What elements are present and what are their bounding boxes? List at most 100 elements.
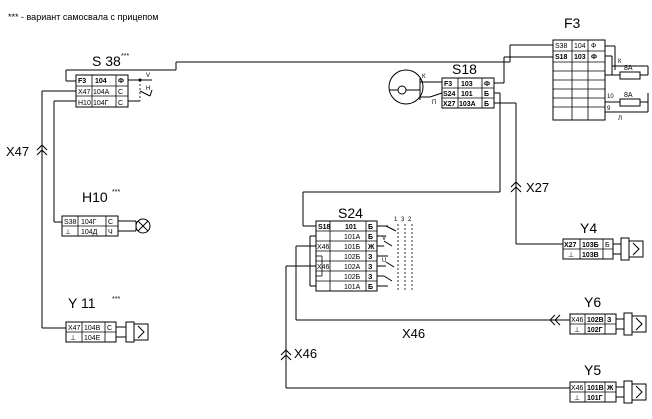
- s38-r3c3: С: [118, 100, 123, 107]
- s18-r2c1: S24: [443, 91, 456, 98]
- s18-r3c1: X27: [443, 101, 456, 108]
- y11-stars: ***: [112, 296, 120, 303]
- y4-label: Y4: [580, 220, 597, 236]
- f3-label: F3: [564, 15, 581, 31]
- s24-r4c3: З: [368, 254, 373, 261]
- s24-r3c3: Ж: [367, 244, 375, 251]
- y4-connector-table: X27 103Б Б ⊥ 103В: [562, 238, 614, 260]
- f3-r2c3: Ф: [591, 54, 597, 61]
- h10-stars: ***: [112, 189, 120, 196]
- legend-note: *** - вариант самосвала с прицепом: [8, 12, 159, 22]
- x46-connector-mark-b: [280, 349, 292, 361]
- wire-x46a-label: X46: [402, 326, 425, 341]
- s24-label: S24: [338, 205, 363, 221]
- s18-r1c2: 103: [461, 81, 473, 88]
- h10-connector-table: S38 104Г С ⊥ 104Д Ч: [61, 215, 119, 237]
- s38-r2c3: С: [118, 89, 123, 96]
- y6-r1c1: X46: [571, 317, 584, 324]
- s38-stars: ***: [121, 53, 129, 60]
- y11-r1c2: 104В: [84, 325, 101, 332]
- wire-x46b-label: X46: [294, 346, 317, 361]
- s24-r2c3: Б: [368, 234, 373, 241]
- s24-switch-symbol: 1 3 2 V U: [377, 217, 413, 292]
- y5-connector-table: X46 101В Ж ⊥ 101Г: [569, 381, 617, 403]
- y4-r2c2: 103В: [582, 252, 599, 259]
- h10-label: H10: [82, 189, 108, 205]
- y6-label: Y6: [584, 294, 601, 310]
- y11-r1c3: С: [107, 325, 112, 332]
- s24-r5c1: X46: [317, 264, 330, 271]
- s38-connector-table: F3 104 Ф X47 104А С H10 104Г С: [75, 74, 129, 108]
- s24-r1c3: Б: [368, 224, 373, 231]
- valve-icon: [616, 312, 647, 336]
- y11-r1c1: X47: [68, 325, 81, 332]
- s38-r2c2: 104А: [93, 89, 110, 96]
- x27-connector-mark: [510, 181, 522, 193]
- y11-connector-table: X47 104В С ⊥ 104Е: [65, 321, 117, 343]
- s24-r5c2: 102А: [344, 264, 361, 271]
- s38-r3c2: 104Г: [93, 100, 109, 107]
- s24-pin-v: V: [382, 236, 386, 242]
- y5-r2c1: ⊥: [574, 395, 580, 402]
- s38-pin-h: Н: [146, 86, 150, 92]
- f3-fuse-block: S38 104 Ф S18 103 Ф: [552, 39, 606, 121]
- s18-connector-table: F3 103 Ф S24 101 Б X27 103А Б: [441, 77, 495, 109]
- f3-num-10: 10: [607, 94, 614, 100]
- h10-r1c2: 104Г: [81, 219, 97, 226]
- s18-r1c3: Ф: [484, 81, 490, 88]
- s24-r3c1: X46: [317, 244, 330, 251]
- s24-pin-u: U: [382, 258, 386, 264]
- y6-r2c1: ⊥: [574, 327, 580, 334]
- f3-fuses: К 8А 8А 10 9 Л: [605, 45, 649, 122]
- y6-r1c2: 102В: [587, 317, 604, 324]
- wire-x47-label: X47: [6, 144, 29, 159]
- s38-pin-v: V: [146, 73, 150, 79]
- s24-r2c2: 101А: [344, 234, 361, 241]
- s24-num-3: 3: [401, 217, 405, 223]
- s24-connector-table: S18 101 Б 101А Б X46 101Б Ж 102Б З X46 1…: [315, 220, 378, 292]
- h10-r2c2: 104Д: [81, 229, 98, 236]
- s24-r4c2: 102Б: [344, 254, 361, 261]
- h10-r2c1: ⊥: [65, 229, 71, 236]
- s24-r6c3: З: [368, 274, 373, 281]
- y6-connector-table: X46 102В З ⊥ 102Г: [569, 313, 617, 335]
- s38-switch-symbol: V Н: [128, 73, 153, 102]
- s24-r1c1: S18: [318, 224, 331, 231]
- f3-r2c1: S18: [555, 54, 568, 61]
- s24-r1c2: 101: [345, 224, 357, 231]
- y5-label: Y5: [584, 362, 601, 378]
- f3-num-9: 9: [607, 106, 611, 112]
- y5-r1c3: Ж: [606, 385, 614, 392]
- s18-label: S18: [452, 61, 477, 77]
- h10-r1c3: С: [108, 219, 113, 226]
- h10-r2c3: Ч: [108, 229, 113, 236]
- f3-r1c2: 104: [574, 43, 586, 50]
- s38-r2c1: X47: [78, 89, 91, 96]
- s18-r3c2: 103А: [459, 101, 476, 108]
- s38-label: S 38: [92, 53, 121, 69]
- y11-r2c2: 104Е: [84, 335, 101, 342]
- y4-r1c3: Б: [605, 242, 610, 249]
- y6-r1c3: З: [607, 317, 612, 324]
- s18-pin-k: К: [422, 74, 426, 80]
- s24-r3c2: 101Б: [344, 244, 361, 251]
- x46-connector-mark-a: [549, 314, 561, 326]
- y6-r2c2: 102Г: [587, 327, 603, 334]
- valve-icon: [116, 321, 149, 343]
- y4-r1c1: X27: [564, 242, 577, 249]
- y5-r1c2: 101В: [587, 385, 604, 392]
- f3-pin-k: К: [618, 59, 622, 65]
- s18-pin-p: П: [432, 100, 436, 106]
- f3-r1c1: S38: [555, 43, 568, 50]
- s38-r1c3: Ф: [118, 78, 124, 85]
- s38-r1c2: 104: [95, 78, 107, 85]
- f3-pin-l: Л: [618, 116, 622, 122]
- f3-fuse-a: 8А: [624, 65, 633, 72]
- x47-connector-mark: [36, 144, 48, 156]
- wire-x27-label: X27: [526, 180, 549, 195]
- y4-r2c1: ⊥: [568, 252, 574, 259]
- lamp-icon: [118, 218, 151, 234]
- s24-num-2: 2: [408, 217, 412, 223]
